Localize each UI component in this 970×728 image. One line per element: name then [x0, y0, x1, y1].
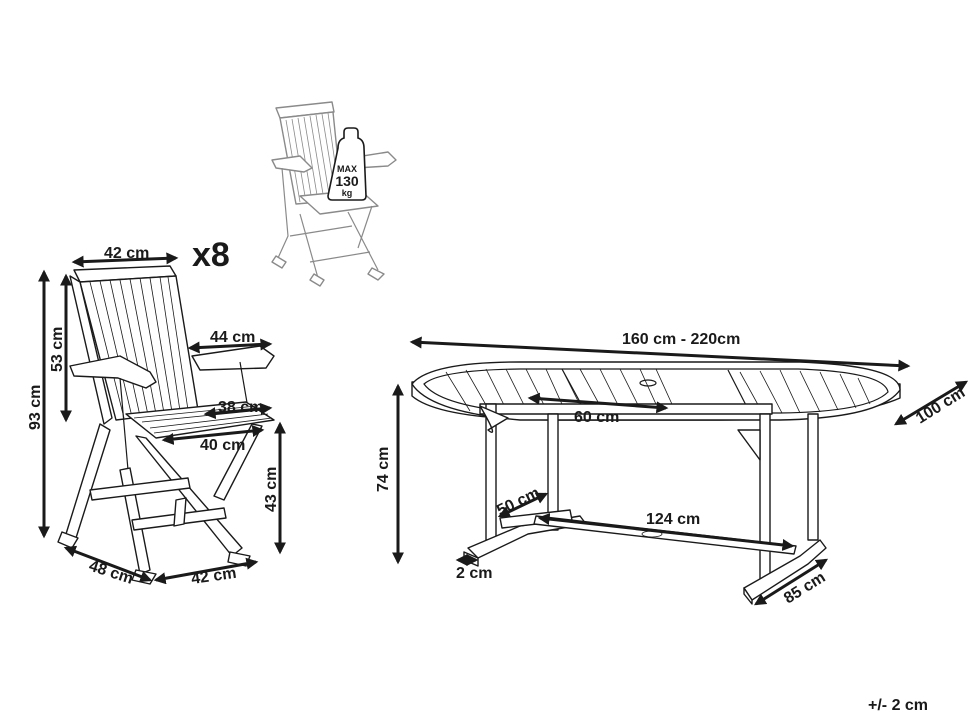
arrow-chair-width-top	[71, 252, 179, 268]
label-stretcher-length: 124 cm	[646, 511, 700, 528]
max-load-unit: kg	[342, 188, 353, 198]
label-extension: 60 cm	[574, 409, 619, 426]
arrow-table-length	[409, 336, 911, 372]
max-load-badge: MAX 130 kg	[327, 127, 367, 201]
label-base-width: 42 cm	[190, 565, 237, 588]
label-table-height: 74 cm	[375, 447, 392, 492]
arrow-base-depth	[63, 545, 153, 583]
chair-drawing	[57, 265, 275, 585]
arrow-leg-depth	[497, 492, 549, 518]
arrow-seat-width	[161, 425, 265, 445]
table-dimensions	[392, 336, 969, 606]
label-foot-thickness: 2 cm	[456, 565, 492, 582]
label-chair-height-total: 93 cm	[27, 385, 44, 430]
chair-dimensions	[38, 252, 286, 585]
label-seat-depth: 38 cm	[218, 399, 263, 416]
label-seat-height: 43 cm	[263, 467, 280, 512]
label-table-length: 160 cm - 220cm	[622, 331, 740, 348]
arrow-table-width	[893, 380, 969, 426]
arrow-seat-depth	[203, 402, 273, 420]
label-chair-width-top: 42 cm	[104, 245, 149, 262]
label-table-width: 100 cm	[913, 384, 968, 427]
label-base-depth: 48 cm	[87, 558, 135, 588]
arrow-extension	[527, 392, 669, 414]
chair-quantity: x8	[192, 236, 230, 274]
chair-thumbnail	[271, 101, 397, 287]
tolerance-note: +/- 2 cm	[868, 697, 928, 714]
arrow-base-width	[153, 557, 259, 585]
max-load-value: 130	[335, 173, 359, 189]
label-seat-width: 40 cm	[200, 437, 245, 454]
arrow-stretcher-length	[537, 513, 795, 551]
arrow-foot-width	[753, 558, 829, 606]
label-armrest-length: 44 cm	[210, 329, 255, 346]
arrow-armrest-length	[187, 338, 273, 354]
max-load-label: MAX	[337, 164, 357, 174]
label-chair-back-height: 53 cm	[49, 327, 66, 372]
